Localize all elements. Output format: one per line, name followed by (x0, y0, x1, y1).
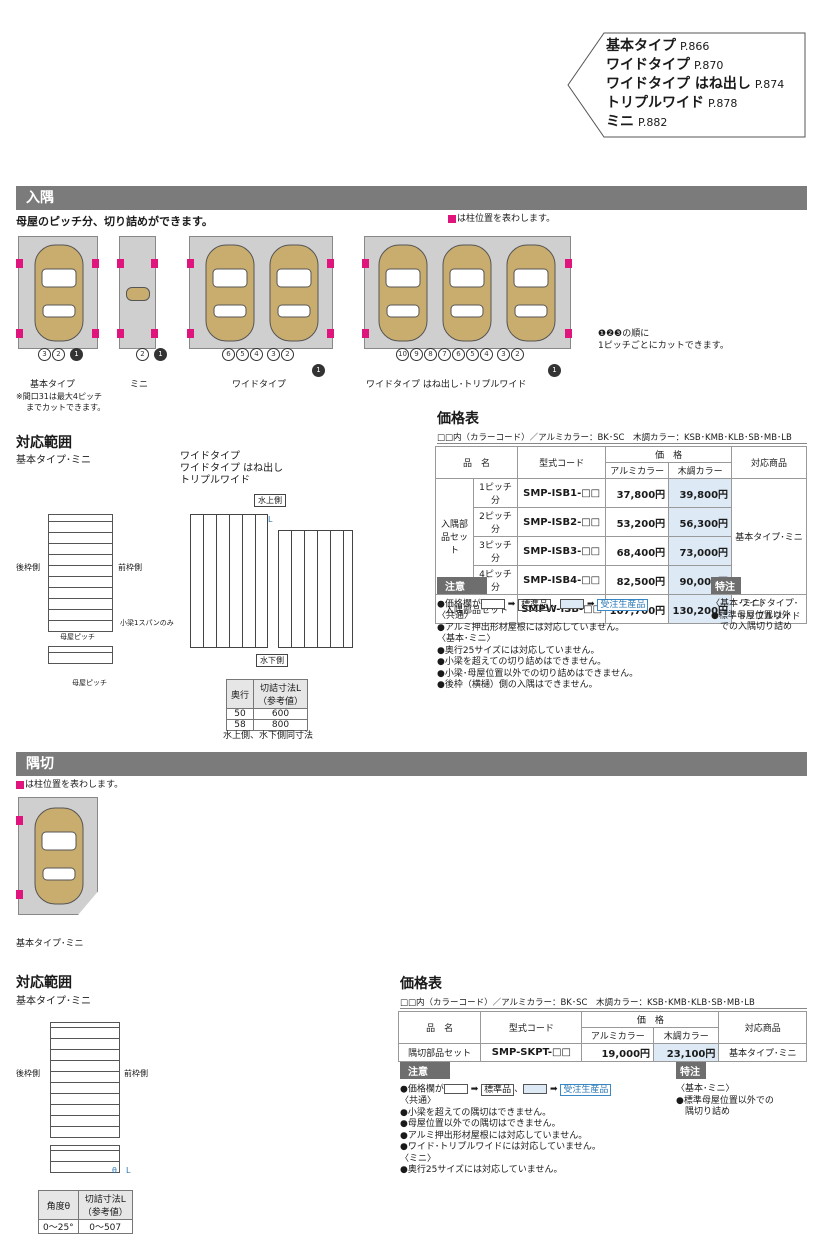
nav-arrow-frame (567, 32, 806, 138)
label-L: L (268, 515, 273, 524)
color-note-1: □□内（カラーコード）／アルミカラー：BK･SC 木調カラー：KSB･KMB･K… (437, 431, 807, 444)
car-icon (34, 244, 84, 342)
label-down: 水下側 (256, 654, 288, 667)
car-icon (506, 244, 556, 342)
range-sub-wide: ワイドタイプワイドタイプ はね出しトリプルワイド (180, 451, 284, 486)
pillar-marker-icon (448, 214, 456, 223)
car-icon (34, 807, 84, 905)
diagram-wide-type (187, 236, 334, 349)
range-title-1: 対応範囲 (16, 435, 72, 451)
car-icon (205, 244, 255, 342)
caption-corner-cut: 基本タイプ･ミニ (16, 939, 84, 949)
car-icon (442, 244, 492, 342)
footnote: ※間口31は最大4ピッチまでカットできます。 (16, 392, 106, 412)
car-icon (378, 244, 428, 342)
color-note-2: □□内（カラーコード）／アルミカラー：BK･SC 木調カラー：KSB･KMB･K… (400, 996, 807, 1009)
pillar-legend-2: は柱位置を表わします。 (16, 779, 123, 791)
diagram-basic-type (16, 236, 99, 349)
range-sub-2: 基本タイプ･ミニ (16, 996, 91, 1007)
diagram-mini (117, 236, 158, 349)
label-up: 水上側 (254, 494, 286, 507)
label-back: 後枠側 (16, 563, 40, 572)
label-front: 前枠側 (118, 563, 142, 572)
cut-order-triple-1: 1 (548, 364, 561, 377)
notes-2: 注意 ●価格欄が ➡ 標準品、 ➡ 受注生産品 〈共通〉 ●小梁を超えての隅切は… (400, 1062, 612, 1177)
range-plan-corner-2 (50, 1145, 120, 1173)
caption-wide-triple: ワイドタイプ はね出し･トリプルワイド (366, 380, 527, 390)
range-sub-basic: 基本タイプ･ミニ (16, 455, 91, 466)
label-back-2: 後枠側 (16, 1069, 40, 1078)
range-plan-corner (50, 1022, 120, 1138)
caption-basic: 基本タイプ (30, 380, 76, 390)
notes-1: 注意 ●価格欄が ➡ 標準品、 ➡ 受注生産品 〈共通〉 ●アルミ押出形材屋根に… (437, 577, 649, 692)
label-pitch-2: 母屋ピッチ (72, 679, 107, 687)
pillar-legend: は柱位置を表わします。 (448, 213, 555, 225)
label-pitch-1: 母屋ピッチ (60, 633, 95, 641)
section-title-inner-corner: 入隅 (16, 186, 807, 210)
section1-subtitle: 母屋のピッチ分、切り詰めができます。 (16, 215, 213, 228)
range-plan-basic (48, 514, 113, 632)
label-L-2: L (126, 1166, 131, 1175)
pillar-marker-icon (16, 780, 24, 789)
price-title-2: 価格表 (400, 976, 442, 992)
motorcycle-icon (126, 287, 150, 301)
label-theta: θ (112, 1166, 117, 1175)
cut-size-note: 水上側、水下側同寸法 (223, 731, 314, 741)
diagram-wide-overhang-triple (362, 236, 572, 349)
special-2: 特注 〈基本･ミニ〉 ●標準母屋位置以外での 隅切り詰め (676, 1062, 774, 1119)
range-plan-wide-left (190, 514, 268, 648)
cut-order-wide-1: 1 (312, 364, 325, 377)
label-front-2: 前枠側 (124, 1069, 148, 1078)
range-title-2: 対応範囲 (16, 975, 72, 991)
range-plan-basic-2 (48, 646, 113, 664)
caption-mini: ミニ (130, 380, 149, 390)
section-title-corner-cut: 隅切 (16, 752, 807, 776)
car-icon (269, 244, 319, 342)
price-title-1: 価格表 (437, 411, 479, 427)
diagram-corner-cut (18, 797, 98, 915)
range-plan-wide-right (278, 530, 353, 648)
special-1: 特注 〈基本･ミニ〉 ●標準母屋位置以外 での入隅切り詰め (711, 577, 792, 634)
label-beam: 小梁1スパンのみ (120, 619, 174, 627)
caption-wide: ワイドタイプ (232, 380, 287, 390)
